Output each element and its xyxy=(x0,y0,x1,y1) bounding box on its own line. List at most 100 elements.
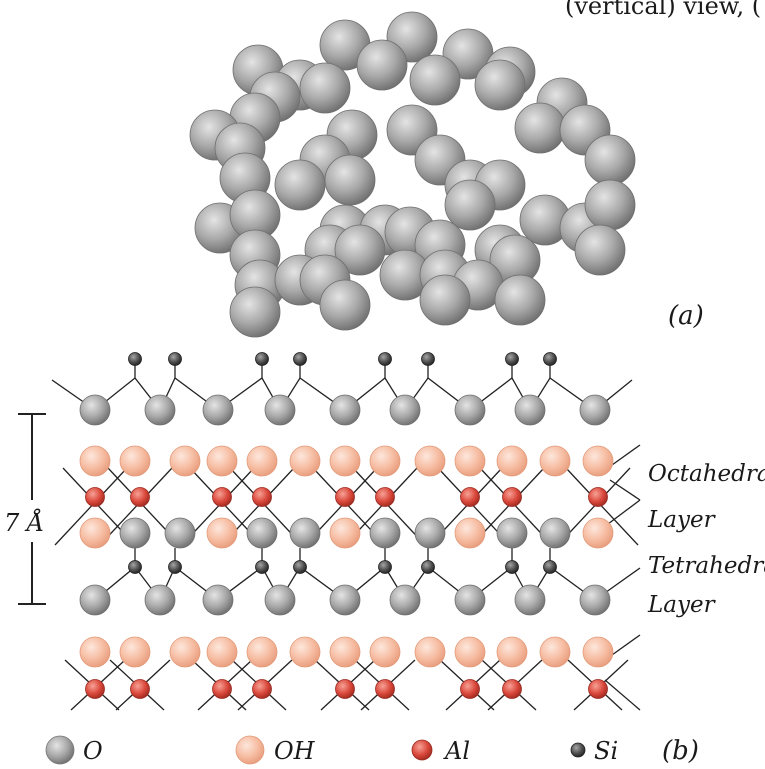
hydroxyl-group xyxy=(79,517,111,549)
oxygen-atom xyxy=(319,279,371,331)
aluminum-atom xyxy=(130,679,150,699)
oxygen-atom xyxy=(144,584,176,616)
oxygen-atom xyxy=(324,154,376,206)
thickness-label: 7 Å xyxy=(4,508,44,537)
caption-fragment: (vertical) view, ( xyxy=(565,0,761,20)
tetrahedral-label-line2: Layer xyxy=(647,592,717,618)
hydroxyl-group xyxy=(289,445,321,477)
silicon-atom xyxy=(128,352,142,366)
oxygen-atom xyxy=(229,286,281,338)
aluminum-atom xyxy=(588,487,608,507)
hydroxyl-group xyxy=(496,636,528,668)
oxygen-atom xyxy=(409,54,461,106)
oxygen-atom xyxy=(419,274,471,326)
legend-al-label: Al xyxy=(443,737,470,765)
oxygen-atom xyxy=(119,517,151,549)
hydroxyl-group xyxy=(246,445,278,477)
oxygen-atom xyxy=(579,584,611,616)
legend-al-symbol xyxy=(411,739,433,761)
oxygen-atom xyxy=(79,394,111,426)
hydroxyl-group xyxy=(79,445,111,477)
oxygen-atom xyxy=(389,394,421,426)
hydroxyl-group xyxy=(582,445,614,477)
aluminum-atom xyxy=(375,679,395,699)
silicon-atom xyxy=(543,352,557,366)
bond-line xyxy=(54,467,128,546)
oxygen-atom xyxy=(329,394,361,426)
hydroxyl-group xyxy=(79,636,111,668)
silicon-atom xyxy=(505,352,519,366)
hydroxyl-group xyxy=(329,517,361,549)
hydroxyl-group xyxy=(582,517,614,549)
oxygen-atom xyxy=(514,394,546,426)
hydroxyl-group xyxy=(169,636,201,668)
oxygen-atom xyxy=(369,517,401,549)
hydroxyl-group xyxy=(454,445,486,477)
octahedral-label-line1: Octahedral xyxy=(648,461,765,487)
hydroxyl-group xyxy=(206,445,238,477)
oxygen-atom xyxy=(496,517,528,549)
oxygen-atom xyxy=(539,517,571,549)
silicon-atom xyxy=(168,352,182,366)
layer-thickness-bracket: 7 Å xyxy=(4,413,46,605)
oxygen-atom xyxy=(334,224,386,276)
hydroxyl-group xyxy=(329,636,361,668)
oxygen-atom xyxy=(454,584,486,616)
oxygen-atom xyxy=(514,584,546,616)
bond-line xyxy=(565,467,639,546)
oxygen-atom xyxy=(494,274,546,326)
legend-si-symbol xyxy=(570,742,586,758)
aluminum-atom xyxy=(335,487,355,507)
silicon-atom xyxy=(505,560,519,574)
silicon-atom xyxy=(421,352,435,366)
hydroxyl-group xyxy=(454,517,486,549)
aluminum-atom xyxy=(85,487,105,507)
oxygen-atom xyxy=(274,159,326,211)
tetrahedral-label-line1: Tetrahedral xyxy=(648,553,765,579)
oxygen-atom xyxy=(299,62,351,114)
oxygen-atom xyxy=(454,394,486,426)
hydroxyl-group xyxy=(289,636,321,668)
hydroxyl-group xyxy=(496,445,528,477)
aluminum-atom xyxy=(460,679,480,699)
aluminum-atom xyxy=(252,487,272,507)
oxygen-atom xyxy=(579,394,611,426)
hydroxyl-group xyxy=(169,445,201,477)
silicon-atom xyxy=(128,560,142,574)
hydroxyl-group xyxy=(454,636,486,668)
oxygen-atom xyxy=(202,394,234,426)
silicon-atom xyxy=(378,352,392,366)
silicon-atom xyxy=(543,560,557,574)
hydroxyl-group xyxy=(582,636,614,668)
oxygen-atom xyxy=(144,394,176,426)
bond-line xyxy=(352,467,426,546)
hydroxyl-group xyxy=(539,636,571,668)
panel-b-label: (b) xyxy=(662,736,699,766)
bond-line xyxy=(99,467,173,546)
oxygen-atom xyxy=(356,39,408,91)
aluminum-atom xyxy=(212,487,232,507)
legend-o-label: O xyxy=(83,737,103,765)
hydroxyl-group xyxy=(414,636,446,668)
oxygen-atom xyxy=(574,224,626,276)
legend-si-label: Si xyxy=(594,737,618,765)
oxygen-atom xyxy=(444,179,496,231)
hydroxyl-group xyxy=(369,636,401,668)
legend-oh-symbol xyxy=(235,735,265,765)
legend-o-symbol xyxy=(45,735,75,765)
silicon-atom xyxy=(255,352,269,366)
oxygen-atom xyxy=(164,517,196,549)
hydroxyl-group xyxy=(414,445,446,477)
aluminum-atom xyxy=(588,679,608,699)
panel-a-top-view xyxy=(189,11,636,338)
oxygen-atom xyxy=(474,59,526,111)
aluminum-atom xyxy=(130,487,150,507)
oxygen-atom xyxy=(289,517,321,549)
aluminum-atom xyxy=(502,487,522,507)
legend: O OH Al Si (b) xyxy=(45,735,699,766)
hydroxyl-group xyxy=(206,636,238,668)
silicon-atom xyxy=(421,560,435,574)
silicon-atom xyxy=(293,560,307,574)
panel-a-label: (a) xyxy=(668,301,704,331)
